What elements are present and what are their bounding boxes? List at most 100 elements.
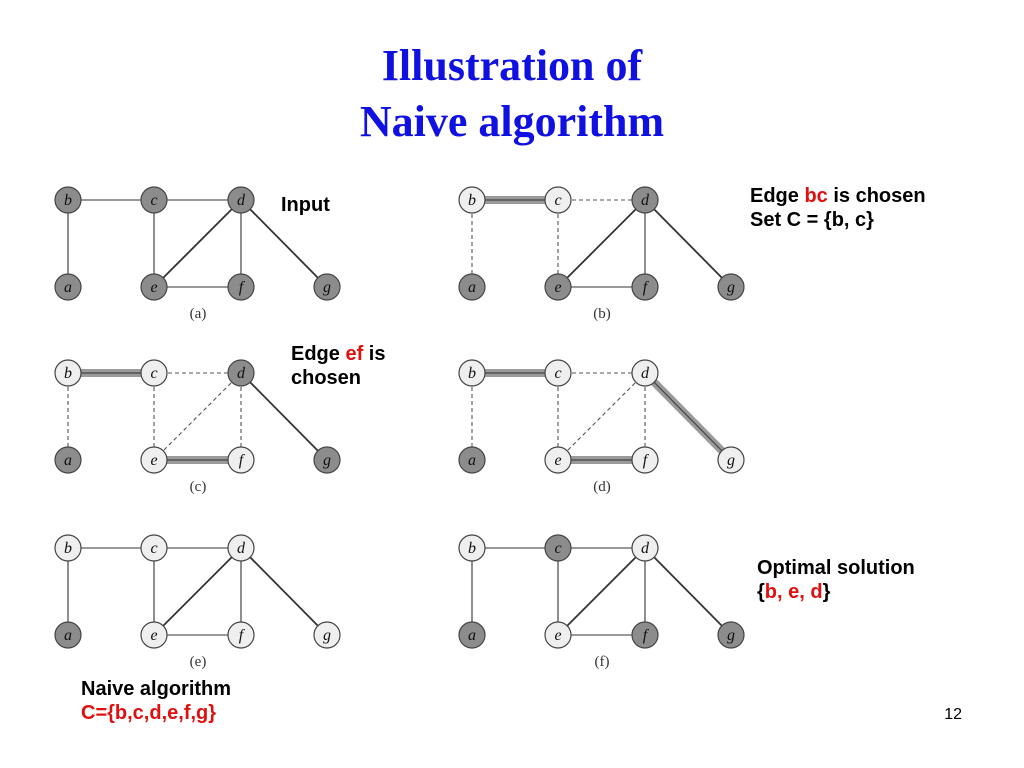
node-g (313, 621, 341, 649)
note-naive-line1: Naive algorithm (81, 678, 232, 700)
edge-ed-removed (557, 372, 646, 461)
node-b (54, 186, 82, 214)
node-label-b: b (64, 192, 72, 209)
node-label-a: a (468, 452, 476, 469)
node-label-a: a (64, 452, 72, 469)
node-a (458, 446, 486, 474)
node-a (458, 273, 486, 301)
node-c (544, 534, 572, 562)
note-edge-ef: Edge ef is chosen (291, 342, 386, 390)
node-label-e: e (150, 452, 157, 469)
node-label-e: e (554, 279, 561, 296)
node-c (140, 186, 168, 214)
node-label-d: d (237, 540, 246, 557)
node-c (544, 359, 572, 387)
note-optimal-set: b, e, d (764, 581, 823, 603)
title-line-2: Naive algorithm (359, 97, 665, 146)
node-e (140, 446, 168, 474)
graph-caption-c: (c) (190, 479, 207, 495)
node-label-a: a (64, 627, 72, 644)
node-label-d: d (641, 365, 650, 382)
node-c (544, 186, 572, 214)
node-c (140, 534, 168, 562)
node-label-c: c (150, 540, 157, 557)
graph-caption-d: (d) (593, 479, 611, 495)
node-label-f: f (239, 452, 246, 469)
node-d (227, 186, 255, 214)
note-edge-ef-edge: ef (345, 343, 364, 365)
node-f (227, 621, 255, 649)
note-optimal-close: } (822, 581, 831, 603)
node-label-b: b (64, 540, 72, 557)
note-edge-ef-post: is (363, 343, 386, 365)
node-label-g: g (323, 627, 331, 644)
edge-dg (240, 199, 328, 288)
node-f (631, 273, 659, 301)
node-label-g: g (727, 279, 735, 296)
node-label-b: b (64, 365, 72, 382)
node-b (458, 534, 486, 562)
node-d (227, 534, 255, 562)
node-label-f: f (643, 452, 650, 469)
note-edge-bc-edge: bc (804, 185, 828, 207)
node-label-g: g (323, 452, 331, 469)
node-label-a: a (468, 279, 476, 296)
node-label-c: c (150, 365, 157, 382)
note-optimal: Optimal solution {b, e, d} (757, 556, 915, 604)
node-label-g: g (727, 627, 735, 644)
node-d (631, 186, 659, 214)
node-label-e: e (554, 452, 561, 469)
edge-ed-removed (153, 372, 242, 461)
edge-ed (557, 199, 646, 288)
note-edge-ef-line2: chosen (291, 367, 362, 389)
node-d (631, 534, 659, 562)
note-edge-ef-pre: Edge (291, 343, 346, 365)
node-b (458, 186, 486, 214)
node-f (631, 621, 659, 649)
node-label-f: f (239, 279, 246, 296)
graph-caption-f: (f) (595, 654, 610, 670)
note-input: Input (281, 193, 330, 217)
node-g (717, 621, 745, 649)
note-input-text: Input (281, 194, 330, 216)
node-a (458, 621, 486, 649)
edge-dg (240, 547, 328, 636)
node-label-c: c (150, 192, 157, 209)
node-label-g: g (323, 279, 331, 296)
node-g (717, 273, 745, 301)
note-naive: Naive algorithm C={b,c,d,e,f,g} (81, 677, 231, 725)
edge-dg (644, 547, 732, 636)
node-e (544, 446, 572, 474)
node-e (544, 621, 572, 649)
node-label-f: f (239, 627, 246, 644)
edge-dg (240, 372, 328, 461)
graph-caption-b: (b) (593, 306, 611, 322)
title-line-1: Illustration of (381, 41, 643, 90)
node-g (717, 446, 745, 474)
node-f (227, 446, 255, 474)
edge-ed (153, 199, 242, 288)
node-a (54, 621, 82, 649)
node-label-g: g (727, 452, 735, 469)
edge-dg (644, 199, 732, 288)
node-f (227, 273, 255, 301)
node-label-f: f (643, 627, 650, 644)
node-a (54, 273, 82, 301)
node-c (140, 359, 168, 387)
node-g (313, 273, 341, 301)
note-edge-bc: Edge bc is chosen Set C = {b, c} (750, 184, 926, 232)
node-b (458, 359, 486, 387)
node-label-b: b (468, 365, 476, 382)
edge-dg (644, 372, 732, 461)
note-edge-bc-set: Set C = {b, c} (750, 209, 874, 231)
edge-ed (153, 547, 242, 636)
node-label-d: d (237, 192, 246, 209)
node-label-e: e (150, 279, 157, 296)
node-label-e: e (150, 627, 157, 644)
note-optimal-open: { (757, 581, 765, 603)
